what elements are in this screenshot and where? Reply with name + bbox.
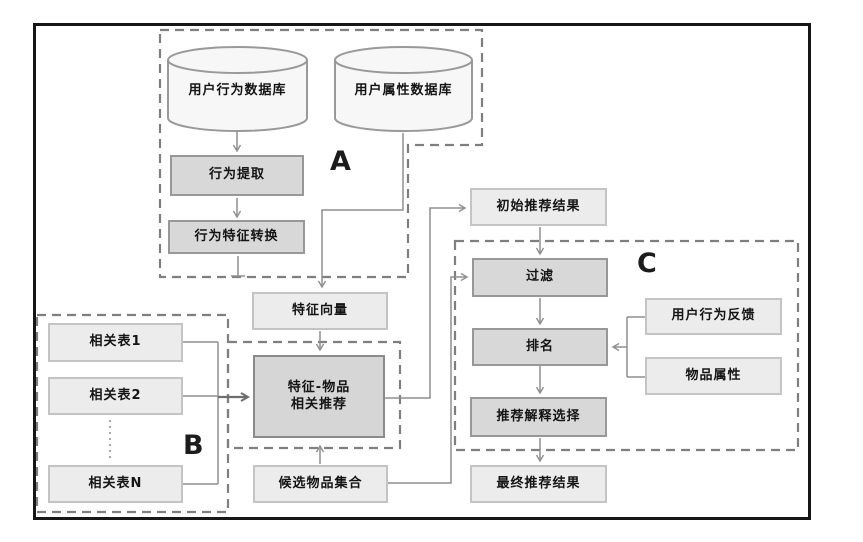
user-attribute-database-label: 用户属性数据库: [354, 82, 453, 98]
node-candidate-item-set: 候选物品集合: [253, 465, 388, 503]
group-b-label: B: [183, 430, 204, 461]
node-user-behavior-feedback: 用户行为反馈: [645, 298, 782, 335]
group-a-label: A: [330, 146, 351, 177]
edge-candidate-filter: [388, 272, 469, 484]
feature-item-line2: 相关推荐: [290, 396, 347, 412]
node-ranking: 排名: [472, 328, 608, 366]
feature-item-outline: [226, 340, 402, 450]
node-initial-recommendation-result: 初始推荐结果: [470, 188, 607, 226]
node-behavior-feature-conversion: 行为特征转换: [168, 220, 305, 254]
node-related-table-2: 相关表2: [48, 377, 183, 415]
node-related-table-n: 相关表N: [48, 465, 183, 503]
user-behavior-database-label: 用户行为数据库: [188, 82, 287, 98]
group-c-outline: [453, 239, 800, 452]
group-a-outline: [158, 28, 484, 279]
node-related-table-1: 相关表1: [48, 323, 183, 362]
feature-item-line1: 特征-物品: [287, 380, 351, 396]
node-explanation-selection: 推荐解释选择: [470, 397, 607, 437]
connectors: [109, 131, 645, 485]
edge-conversion-stub: [231, 256, 245, 277]
node-item-attributes: 物品属性: [645, 357, 782, 395]
node-feature-item-recommendation: 特征-物品 相关推荐: [253, 355, 385, 438]
node-feature-vector: 特征向量: [252, 292, 388, 330]
node-behavior-extraction: 行为提取: [170, 155, 304, 196]
user-attribute-database-icon: [334, 46, 473, 132]
node-filter: 过滤: [472, 258, 608, 297]
edge-attributedb-featurevector: [317, 133, 404, 289]
node-final-recommendation-result: 最终推荐结果: [470, 465, 607, 503]
group-c-label: C: [637, 248, 657, 279]
edge-featureitem-initialresult: [385, 203, 467, 399]
